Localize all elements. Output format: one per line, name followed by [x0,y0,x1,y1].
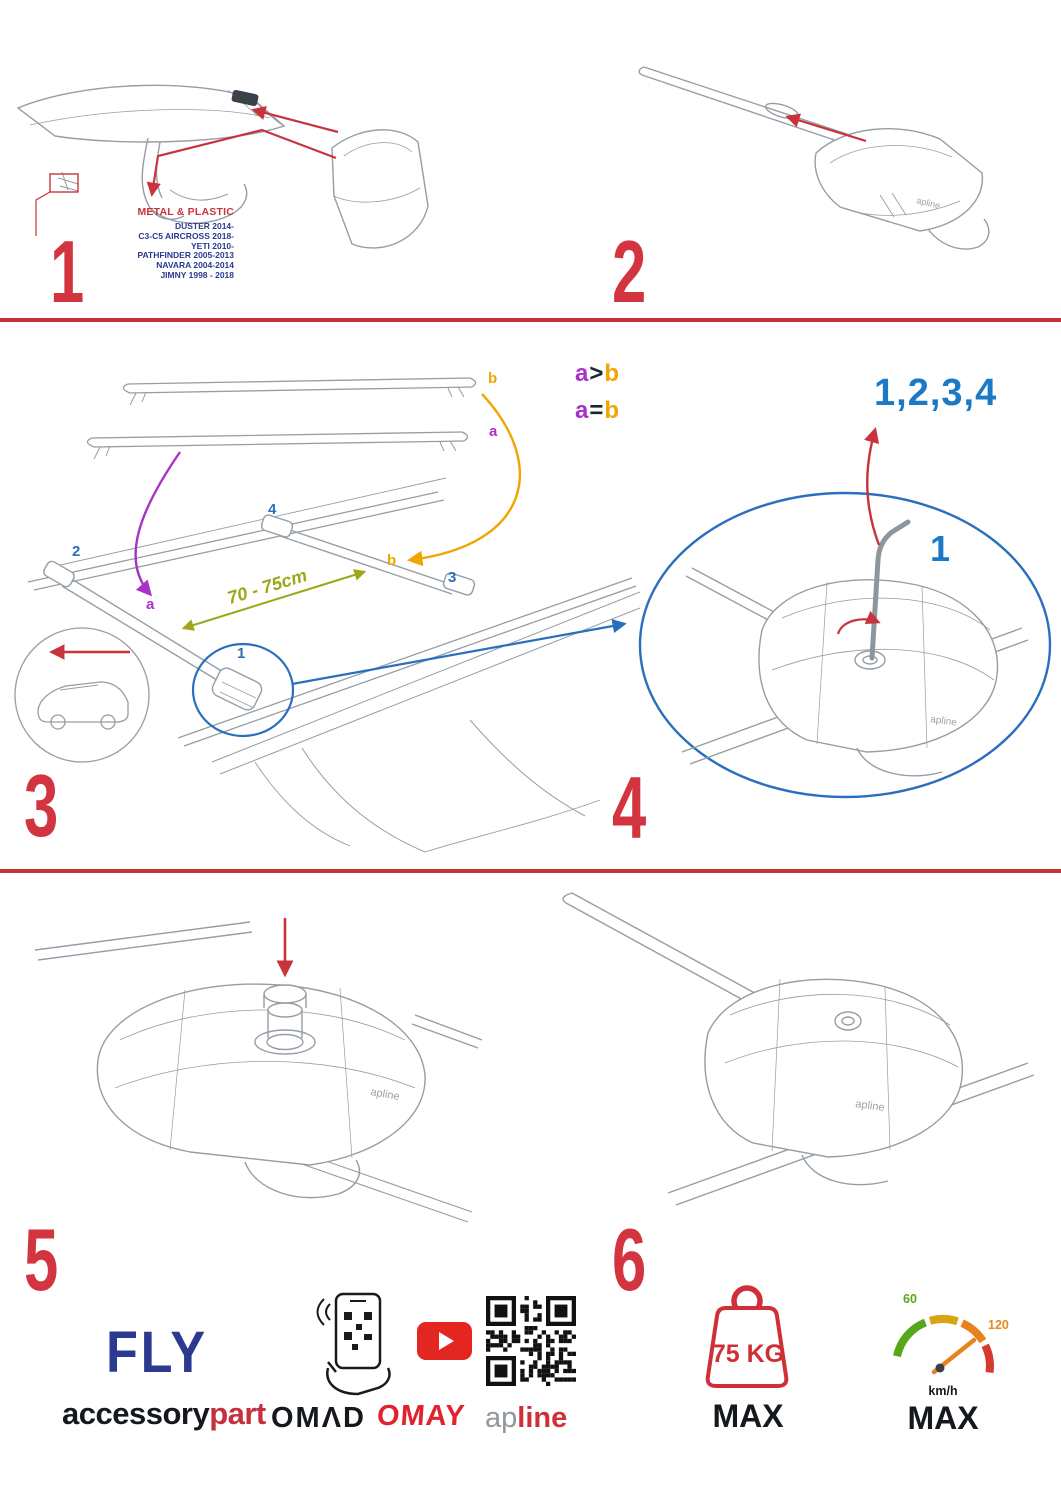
step6-illustration: apline [562,892,1035,1206]
vehicle-item: YETI 2010- [191,240,234,251]
ratio-legend: a>b a=b [575,362,620,436]
roof-label-1: 1 [237,645,246,662]
loose-bars [86,377,477,460]
guide-arrow-b [406,393,522,567]
step5-illustration: apline [34,918,483,1223]
roof-label-3: 3 [448,569,457,586]
vehicle-item: DUSTER 2014- [174,221,234,231]
legend-row-eq: a=b [575,397,621,424]
car-roof [27,477,641,853]
mounted-bars [43,514,476,711]
vehicle-item: C3-C5 AIRCROSS 2018- [138,230,234,241]
speed-max-label: MAX [907,1400,979,1436]
vehicle-item: PATHFINDER 2005-2013 [137,250,234,261]
roof-label-a: a [146,596,155,613]
step1-arrows [35,105,339,236]
speed-limit-icon [893,1315,994,1375]
zoom-circle [638,491,1052,799]
weight-limit-icon [705,1285,789,1388]
speed-low-label: 60 [903,1292,917,1306]
roof-label-b: b [387,552,397,569]
foot-logo-text: apline [930,714,958,729]
step2-arrow [785,113,867,143]
step1-illustration [16,84,429,249]
foot-logo-text: apline [369,1086,400,1103]
vehicle-item: NAVARA 2004-2014 [156,260,234,271]
step5-number: 5 [24,1210,58,1309]
brand-apline-logo: apline [485,1402,568,1434]
speed-high-label: 120 [988,1318,1009,1332]
speed-unit-label: km/h [928,1384,958,1398]
car-direction-inset [14,627,150,763]
step4-illustration: apline [638,426,1052,799]
weight-value: 75 KG [711,1340,785,1368]
weight-max-label: MAX [712,1398,784,1434]
distance-arrow [181,569,367,631]
step3-illustration [14,377,641,853]
sequence-arrow [864,426,881,546]
legend-row-gt: a>b [575,360,621,387]
youtube-icon [417,1322,472,1360]
zoom-pointer-line [291,618,627,686]
brand-omad-logo: OMΛD [271,1402,366,1434]
brand-omay-logo: OMAY [375,1400,467,1432]
section-divider [0,869,1061,873]
tighten-sequence-label: 1,2,3,4 [874,372,998,414]
material-label: METAL & PLASTIC [137,206,234,218]
qr-code [486,1296,576,1386]
guide-arrow-a [134,451,181,597]
phone-qr-scan-icon [316,1292,391,1396]
brand-accessorypart-logo: accessorypart [62,1396,266,1431]
bar-label-b: b [488,370,498,387]
step2-illustration: apline [638,66,990,250]
roof-label-4: 4 [268,501,277,518]
step4-number: 4 [612,758,646,857]
step1-compatibility-text: METAL & PLASTIC DUSTER 2014- C3-C5 AIRCR… [94,206,234,281]
foot-highlight-circle [191,642,295,738]
step6-number: 6 [612,1210,646,1309]
step3-number: 3 [24,756,58,855]
step2-number: 2 [612,222,646,321]
bar-label-a: a [489,423,498,440]
allen-key [869,519,911,661]
torque-arrow [836,610,881,635]
section-divider [0,318,1061,322]
foot-logo-text: apline [855,1098,886,1114]
play-icon [439,1332,454,1350]
step1-number: 1 [50,222,84,321]
bar-logo-patch [231,89,259,107]
brand-fly-logo: FLY [106,1320,208,1385]
roof-label-2: 2 [72,543,81,560]
step4-callout-1: 1 [930,528,951,569]
vehicle-item: JIMNY 1998 - 2018 [160,269,234,280]
